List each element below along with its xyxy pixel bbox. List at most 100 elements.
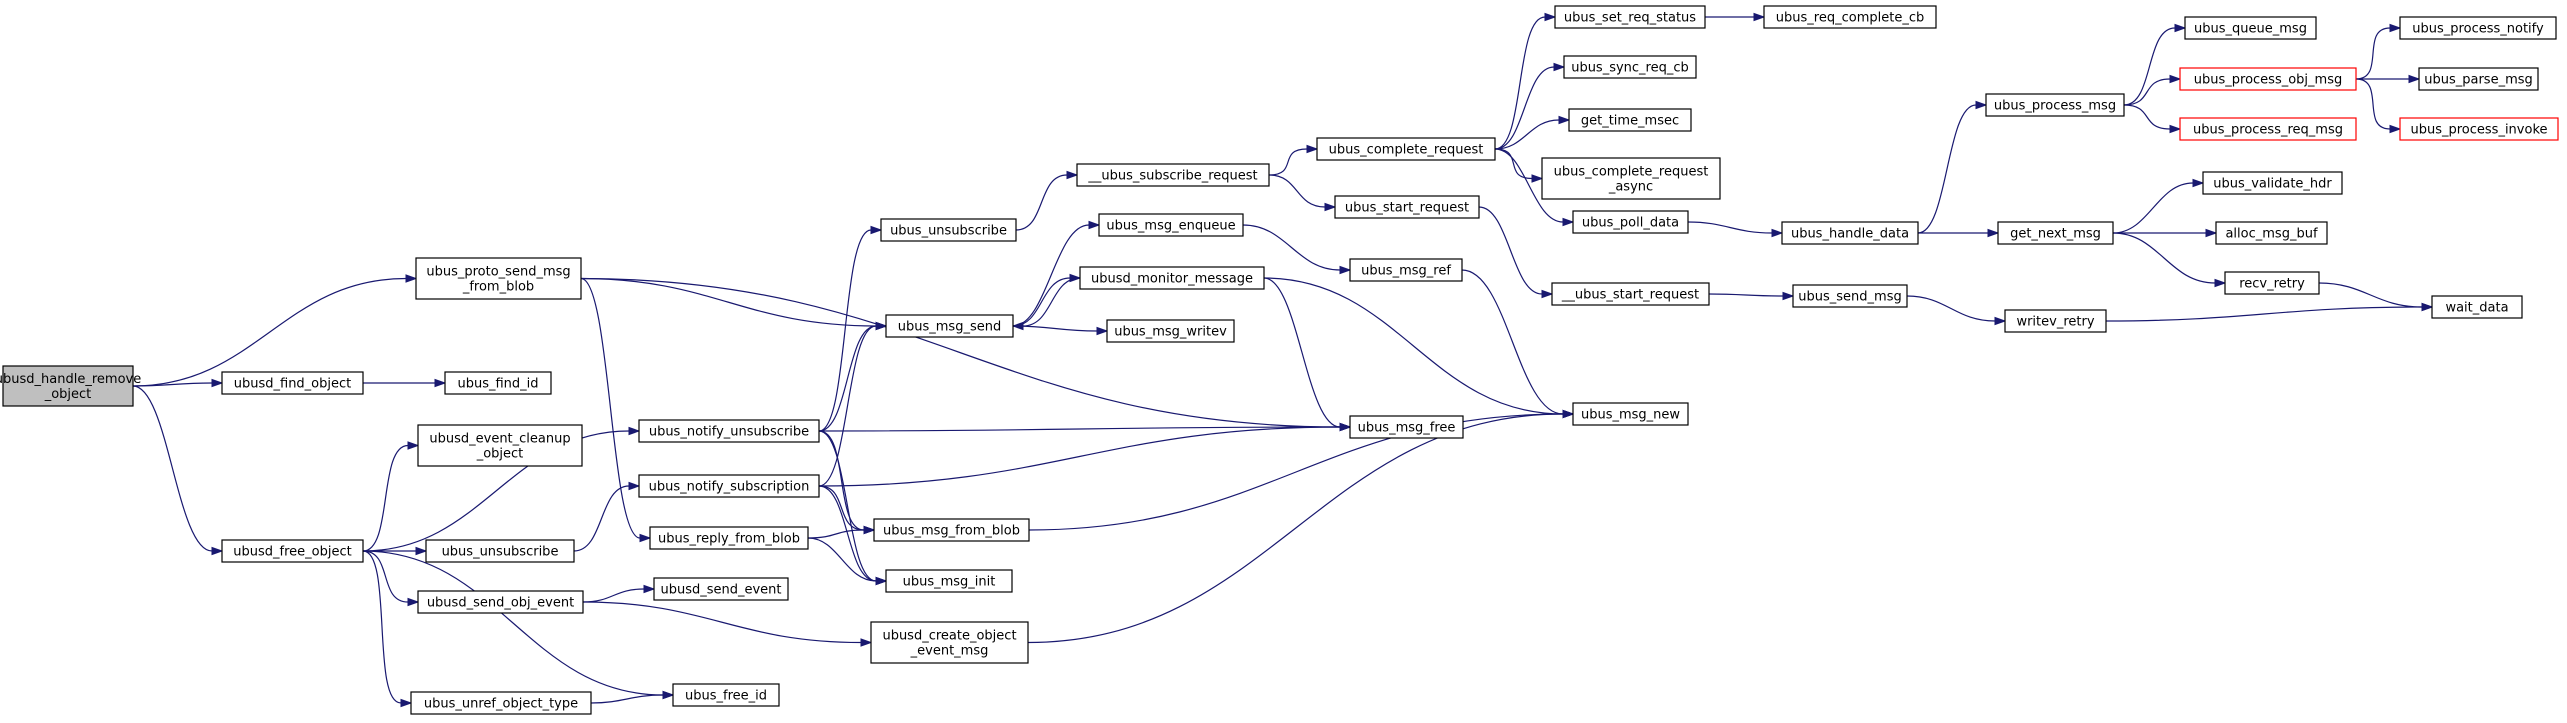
- node-ubus-msg-new[interactable]: ubus_msg_new: [1572, 402, 1689, 426]
- node-label: ubus_notify_unsubscribe: [649, 425, 809, 440]
- node-ubus-msg-send[interactable]: ubus_msg_send: [885, 314, 1014, 338]
- node-ubus-unsubscribe-l[interactable]: ubus_unsubscribe: [425, 539, 575, 563]
- edge-line: [1494, 148, 1533, 180]
- node-ubusd-handle-remove-object[interactable]: ubusd_handle_remove_object: [0, 365, 141, 407]
- node-ubus-unsubscribe-t[interactable]: ubus_unsubscribe: [880, 218, 1017, 242]
- edge-ubus-complete-request-to-get-time-msec: [1494, 115, 1571, 150]
- edge-get-next-msg-to-alloc-msg-buf: [2113, 228, 2218, 238]
- edge-line: [580, 277, 1341, 428]
- arrowhead: [628, 481, 641, 491]
- arrowhead: [1324, 202, 1337, 212]
- node-ubus-process-invoke[interactable]: ubus_process_invoke: [2399, 117, 2559, 141]
- arrowhead: [434, 378, 447, 388]
- node-ubus-find-id[interactable]: ubus_find_id: [444, 371, 552, 395]
- node-ubus-queue-msg[interactable]: ubus_queue_msg: [2184, 16, 2317, 40]
- node-ubus-set-req-status[interactable]: ubus_set_req_status: [1554, 5, 1706, 29]
- node-label: ubus_msg_writev: [1114, 325, 1227, 340]
- node-ubus-msg-from-blob[interactable]: ubus_msg_from_blob: [873, 518, 1030, 542]
- node-ubus-notify-unsubscribe[interactable]: ubus_notify_unsubscribe: [638, 419, 820, 443]
- arrowhead: [1771, 228, 1784, 238]
- node-get-time-msec[interactable]: get_time_msec: [1568, 108, 1692, 132]
- node-ubusd-send-event[interactable]: ubusd_send_event: [653, 577, 789, 601]
- node-ubus-req-complete-cb[interactable]: ubus_req_complete_cb: [1763, 5, 1937, 29]
- node-box: [2004, 309, 2107, 333]
- edge-line: [1027, 413, 1564, 644]
- node-ubus-unref-object-type[interactable]: ubus_unref_object_type: [410, 691, 592, 715]
- node-recv-retry[interactable]: recv_retry: [2224, 271, 2320, 295]
- edge-line: [1012, 277, 1071, 327]
- node-label: ubus_send_msg: [1798, 290, 1901, 305]
- node-ubus-notify-subscription[interactable]: ubus_notify_subscription: [638, 474, 820, 498]
- node-ubus-process-obj-msg[interactable]: ubus_process_obj_msg: [2179, 67, 2357, 91]
- node-ubus-proto-send-msg-from-blob[interactable]: ubus_proto_send_msg_from_blob: [415, 257, 582, 300]
- node-ubus-subscribe-request[interactable]: __ubus_subscribe_request: [1076, 163, 1270, 187]
- node-alloc-msg-buf[interactable]: alloc_msg_buf: [2215, 221, 2328, 245]
- edge-line: [2112, 182, 2194, 234]
- node-box: [2418, 67, 2539, 91]
- node-ubus-msg-free[interactable]: ubus_msg_free: [1349, 415, 1464, 439]
- node-label: _object: [44, 387, 92, 402]
- node-get-next-msg[interactable]: get_next_msg: [1997, 221, 2114, 245]
- edge-line: [362, 444, 409, 552]
- edge-line: [1268, 174, 1326, 208]
- arrowhead: [400, 698, 413, 708]
- node-ubus-process-msg[interactable]: ubus_process_msg: [1985, 93, 2125, 117]
- node-ubus-process-req-msg[interactable]: ubus_process_req_msg: [2179, 117, 2357, 141]
- node-label: ubus_process_req_msg: [2193, 123, 2343, 138]
- edge-line: [1494, 119, 1560, 150]
- edge-line: [582, 601, 862, 644]
- node-label: ubus_process_obj_msg: [2194, 73, 2342, 88]
- edge-line: [807, 529, 865, 539]
- node-ubus-msg-init[interactable]: ubus_msg_init: [885, 569, 1013, 593]
- node-ubusd-send-obj-event[interactable]: ubusd_send_obj_event: [417, 590, 584, 614]
- arrowhead: [407, 441, 420, 450]
- node-ubus-handle-data[interactable]: ubus_handle_data: [1781, 221, 1919, 245]
- node-ubus-complete-request[interactable]: ubus_complete_request: [1316, 137, 1496, 161]
- node-ubus-free-id[interactable]: ubus_free_id: [672, 683, 780, 707]
- node-ubus-poll-data[interactable]: ubus_poll_data: [1572, 210, 1689, 234]
- node-ubusd-find-object[interactable]: ubusd_find_object: [221, 371, 364, 395]
- node-ubusd-event-cleanup-object[interactable]: ubusd_event_cleanup_object: [417, 424, 583, 467]
- node-label: get_time_msec: [1581, 114, 1679, 129]
- arrowhead: [1994, 316, 2007, 326]
- edge-line: [362, 430, 630, 552]
- edge-line: [362, 550, 409, 603]
- node-ubus-validate-hdr[interactable]: ubus_validate_hdr: [2202, 171, 2343, 195]
- node-ubus-msg-writev[interactable]: ubus_msg_writev: [1106, 319, 1235, 343]
- node-label: ubus_msg_enqueue: [1106, 219, 1235, 234]
- node-ubus-start-request[interactable]: ubus_start_request: [1334, 195, 1480, 219]
- node-ubus-msg-enqueue[interactable]: ubus_msg_enqueue: [1098, 213, 1244, 237]
- edge-ubus-complete-request-to-ubus-sync-req-cb: [1494, 62, 1566, 150]
- node-box: [2, 365, 134, 407]
- node-ubus-complete-request-async[interactable]: ubus_complete_request_async: [1541, 157, 1721, 200]
- edge-line: [580, 277, 877, 327]
- node-ubusd-monitor-message[interactable]: ubusd_monitor_message: [1079, 266, 1265, 290]
- node-ubus-msg-ref[interactable]: ubus_msg_ref: [1349, 258, 1463, 282]
- node-ubus-reply-from-blob[interactable]: ubus_reply_from_blob: [649, 526, 809, 550]
- node-ubus-sync-req-cb[interactable]: ubus_sync_req_cb: [1563, 55, 1697, 79]
- node-ubusd-free-object[interactable]: ubusd_free_object: [221, 539, 364, 563]
- arrowhead: [1553, 62, 1566, 72]
- arrowhead: [2174, 23, 2187, 33]
- node-box: [1079, 266, 1265, 290]
- node-ubus-parse-msg[interactable]: ubus_parse_msg: [2418, 67, 2539, 91]
- node-writev-retry[interactable]: writev_retry: [2004, 309, 2107, 333]
- node-ubusd-create-object-event-msg[interactable]: ubusd_create_object_event_msg: [870, 621, 1029, 664]
- node-ubus-process-notify[interactable]: ubus_process_notify: [2399, 16, 2557, 40]
- node-box: [1098, 213, 1244, 237]
- node-ubus-start-request[interactable]: __ubus_start_request: [1551, 282, 1710, 306]
- edge-ubus-start-request-to-ubus-send-msg: [1708, 291, 1795, 301]
- edge-line: [580, 277, 641, 539]
- edge-ubus-process-msg-to-ubus-process-req-msg: [2123, 104, 2182, 134]
- edge-writev-retry-to-wait-data: [2105, 302, 2434, 322]
- node-ubus-send-msg[interactable]: ubus_send_msg: [1792, 284, 1908, 308]
- edge-line: [1687, 221, 1773, 234]
- arrowhead: [1544, 12, 1557, 22]
- edge-ubusd-handle-remove-object-to-ubus-proto-send-msg-from-blob: [132, 274, 418, 387]
- arrowhead: [1339, 265, 1352, 275]
- edge-line: [818, 485, 865, 531]
- edge-ubus-complete-request-to-ubus-set-req-status: [1494, 12, 1557, 150]
- node-wait-data[interactable]: wait_data: [2431, 295, 2523, 319]
- edge-line: [1494, 16, 1546, 150]
- node-label: ubusd_create_object: [882, 629, 1016, 644]
